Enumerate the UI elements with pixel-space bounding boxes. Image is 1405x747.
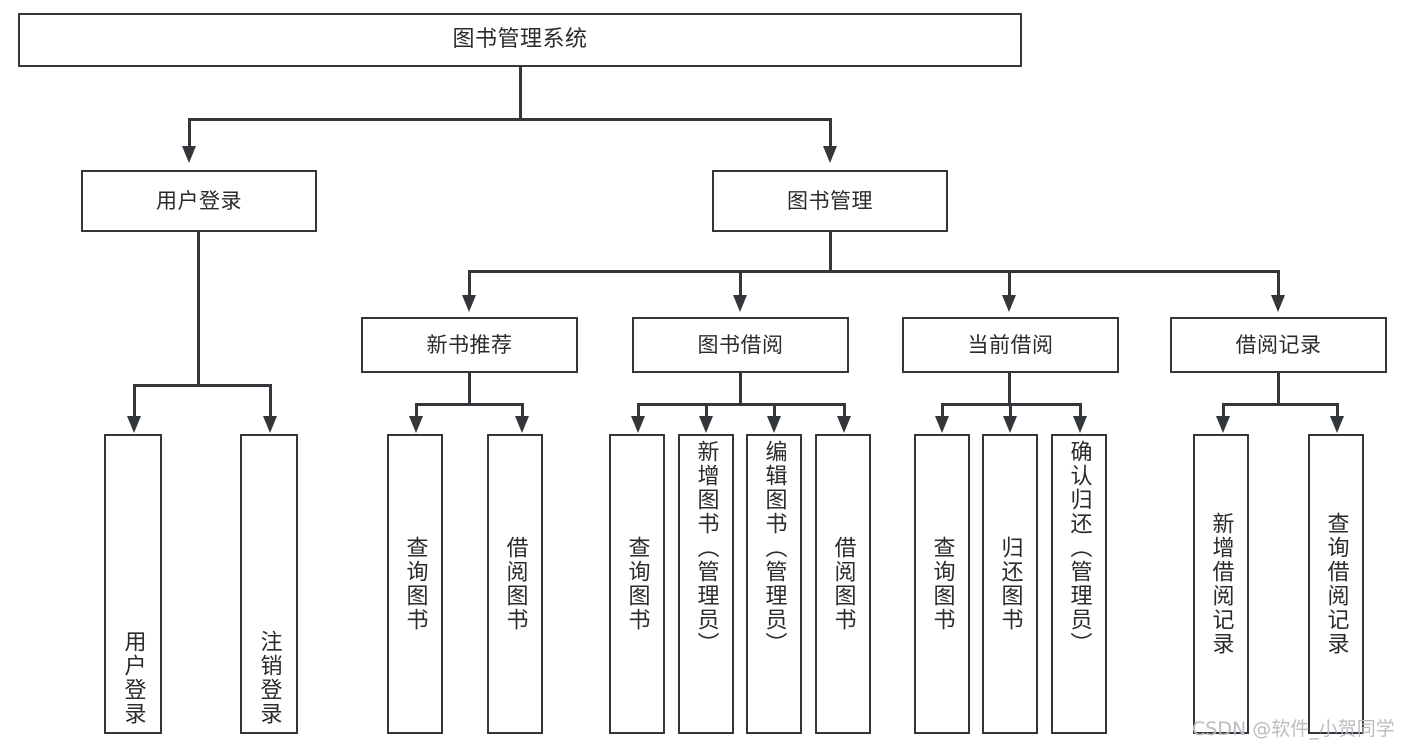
connector-user-login-to-login: [133, 384, 136, 420]
connector-nbr-to-query-book: [415, 403, 418, 420]
leaf-label: 注销登录: [256, 630, 282, 726]
leaf-label: 新增图书（管理员）: [693, 440, 719, 656]
connector-cb-stem: [1008, 373, 1011, 405]
leaf-add-borrow-record[interactable]: 新增借阅记录: [1193, 434, 1249, 734]
connector-nbr-stem: [468, 373, 471, 405]
arrowhead-query-book-1: [409, 416, 423, 433]
connector-user-login-stem: [197, 232, 200, 386]
node-label: 当前借阅: [967, 332, 1054, 357]
connector-bm-to-current-borrow: [1008, 270, 1011, 298]
leaf-edit-book[interactable]: 编辑图书（管理员）: [746, 434, 802, 734]
leaf-label: 查询图书: [402, 536, 428, 632]
arrowhead-logout: [263, 416, 277, 433]
arrowhead-return-book: [1003, 416, 1017, 433]
node-label: 图书管理: [787, 188, 873, 213]
connector-bb-to-edit-book: [773, 403, 776, 420]
connector-bb-to-add-book: [705, 403, 708, 420]
leaf-label: 编辑图书（管理员）: [761, 440, 787, 656]
connector-cb-to-return-book: [1009, 403, 1012, 420]
connector-bb-stem: [739, 373, 742, 405]
arrowhead-book-manage: [823, 146, 837, 163]
leaf-label: 查询图书: [624, 536, 650, 632]
connector-bb-bus: [637, 403, 845, 406]
leaf-borrow-book-recommend[interactable]: 借阅图书: [487, 434, 543, 734]
connector-bm-to-new-book-rec: [468, 270, 471, 298]
node-user-login[interactable]: 用户登录: [81, 170, 317, 232]
connector-cb-to-confirm-return: [1079, 403, 1082, 420]
csdn-watermark: CSDN @软件_小贺同学: [1192, 718, 1395, 740]
leaf-confirm-return[interactable]: 确认归还（管理员）: [1051, 434, 1107, 734]
connector-nbr-bus: [415, 403, 521, 406]
arrowhead-query-book-3: [935, 416, 949, 433]
arrowhead-borrow-record: [1271, 295, 1285, 312]
connector-cb-to-query-book: [941, 403, 944, 420]
connector-user-login-to-logout: [269, 384, 272, 420]
leaf-add-book[interactable]: 新增图书（管理员）: [678, 434, 734, 734]
connector-book-manage-stem: [829, 232, 832, 272]
connector-br-bus: [1222, 403, 1336, 406]
node-label: 新书推荐: [426, 332, 513, 357]
leaf-user-login[interactable]: 用户登录: [104, 434, 162, 734]
node-borrow-record[interactable]: 借阅记录: [1170, 317, 1387, 373]
arrowhead-user-login: [182, 146, 196, 163]
connector-br-stem: [1277, 373, 1280, 405]
connector-root-to-book-manage: [829, 118, 832, 150]
connector-root-to-user-login: [188, 118, 191, 150]
arrowhead-book-borrow: [733, 295, 747, 312]
arrowhead-current-borrow: [1002, 295, 1016, 312]
leaf-label: 借阅图书: [502, 536, 528, 632]
node-root-book-management-system[interactable]: 图书管理系统: [18, 13, 1022, 67]
node-label: 借阅记录: [1235, 332, 1322, 357]
leaf-query-borrow-record[interactable]: 查询借阅记录: [1308, 434, 1364, 734]
arrowhead-new-book-rec: [462, 295, 476, 312]
connector-bm-to-borrow-record: [1277, 270, 1280, 298]
connector-root-bus: [188, 118, 832, 121]
arrowhead-query-book-2: [631, 416, 645, 433]
arrowhead-borrow-book-2: [837, 416, 851, 433]
leaf-label: 用户登录: [120, 630, 146, 726]
node-current-borrow[interactable]: 当前借阅: [902, 317, 1119, 373]
connector-bb-to-borrow-book: [843, 403, 846, 420]
connector-nbr-to-borrow-book: [521, 403, 524, 420]
node-label: 用户登录: [156, 188, 242, 213]
arrowhead-login: [127, 416, 141, 433]
arrowhead-add-record: [1216, 416, 1230, 433]
connector-root-stem: [519, 67, 522, 119]
leaf-label: 查询借阅记录: [1323, 512, 1349, 656]
connector-br-to-add-record: [1222, 403, 1225, 420]
leaf-query-book-recommend[interactable]: 查询图书: [387, 434, 443, 734]
arrowhead-add-book: [699, 416, 713, 433]
leaf-query-book-current[interactable]: 查询图书: [914, 434, 970, 734]
connector-br-to-query-record: [1336, 403, 1339, 420]
leaf-label: 归还图书: [997, 536, 1023, 632]
connector-bb-to-query-book: [637, 403, 640, 420]
connector-bm-to-book-borrow: [739, 270, 742, 298]
leaf-return-book[interactable]: 归还图书: [982, 434, 1038, 734]
node-label: 图书管理系统: [452, 27, 588, 53]
leaf-borrow-book[interactable]: 借阅图书: [815, 434, 871, 734]
leaf-label: 查询图书: [929, 536, 955, 632]
arrowhead-edit-book: [767, 416, 781, 433]
node-book-borrow[interactable]: 图书借阅: [632, 317, 849, 373]
node-book-manage[interactable]: 图书管理: [712, 170, 948, 232]
arrowhead-query-record: [1330, 416, 1344, 433]
leaf-query-book-borrow[interactable]: 查询图书: [609, 434, 665, 734]
node-label: 图书借阅: [697, 332, 784, 357]
leaf-label: 确认归还（管理员）: [1066, 440, 1092, 656]
leaf-logout-login[interactable]: 注销登录: [240, 434, 298, 734]
connector-book-manage-bus: [468, 270, 1280, 273]
connector-user-login-bus: [133, 384, 269, 387]
leaf-label: 新增借阅记录: [1208, 512, 1234, 656]
arrowhead-borrow-book-1: [515, 416, 529, 433]
arrowhead-confirm-return: [1073, 416, 1087, 433]
node-new-book-recommend[interactable]: 新书推荐: [361, 317, 578, 373]
leaf-label: 借阅图书: [830, 536, 856, 632]
